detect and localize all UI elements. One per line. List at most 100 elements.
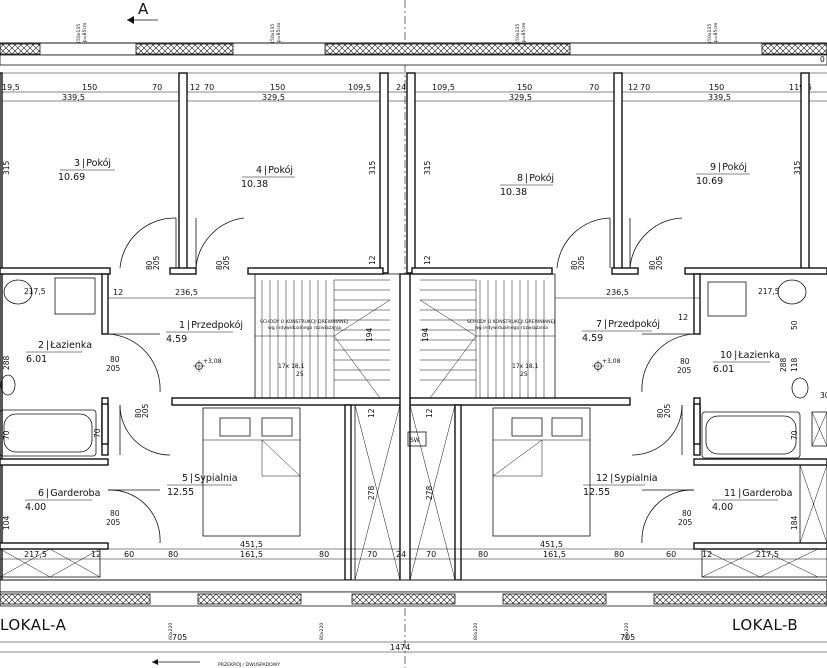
dimension-row-bottom-total: 705 705 1474 [0, 633, 827, 653]
svg-text:tp=85cm: tp=85cm [521, 22, 527, 44]
svg-text:12: 12 [702, 550, 712, 559]
bottom-section-arrow: PRZEKRÓJ / DWUSPADOWY [152, 659, 280, 668]
door-tag: 80 205 [145, 255, 161, 270]
svg-text:80: 80 [215, 260, 224, 270]
svg-text:12: 12 [678, 313, 688, 322]
svg-text:205: 205 [677, 366, 692, 375]
svg-text:150: 150 [709, 83, 724, 92]
room-label-3: 3|Pokój 10.69 [58, 158, 115, 183]
svg-text:80: 80 [168, 550, 178, 559]
svg-text:80: 80 [145, 260, 154, 270]
svg-text:12: 12 [628, 83, 638, 92]
svg-text:80: 80 [110, 509, 120, 518]
svg-text:205: 205 [152, 255, 161, 270]
svg-text:tp=85cm: tp=85cm [713, 22, 719, 44]
svg-text:60x220: 60x220 [168, 623, 174, 640]
section-mark-label: A [138, 0, 149, 18]
bed-left [202, 407, 301, 537]
svg-text:451,5: 451,5 [240, 540, 263, 549]
svg-text:70: 70 [589, 83, 599, 92]
svg-text:19,5: 19,5 [2, 83, 20, 92]
door-tag: 80 205 [677, 357, 692, 375]
dimension-row-bottom-2: 217,5 12 60 80 161,5 80 70 24 70 80 161,… [0, 550, 827, 560]
svg-text:80: 80 [656, 408, 665, 418]
svg-text:24: 24 [396, 83, 406, 92]
svg-text:12: 12 [368, 255, 377, 265]
bed-right [492, 407, 591, 537]
hall-dimension-left: 236,5 12 [108, 288, 255, 299]
svg-text:150x135: 150x135 [515, 24, 521, 44]
svg-text:104: 104 [2, 515, 11, 530]
svg-text:109,5: 109,5 [348, 83, 371, 92]
svg-text:705: 705 [620, 633, 635, 642]
svg-text:184: 184 [790, 515, 799, 530]
svg-text:10.38: 10.38 [241, 179, 268, 190]
svg-text:3|Pokój: 3|Pokój [74, 158, 111, 169]
svg-text:205: 205 [655, 255, 664, 270]
svg-text:80: 80 [682, 509, 692, 518]
door-tag: 80 205 [656, 403, 672, 418]
svg-text:80: 80 [319, 550, 329, 559]
svg-text:217,5: 217,5 [756, 550, 779, 559]
svg-text:80x220: 80x220 [319, 623, 325, 640]
wardrobe-left [0, 548, 101, 578]
svg-text:tp=85cm: tp=85cm [82, 22, 88, 44]
door-arcs [107, 217, 695, 544]
svg-text:205: 205 [577, 255, 586, 270]
door-tag: 80 205 [678, 509, 693, 527]
svg-text:205: 205 [663, 403, 672, 418]
svg-text:8|Pokój: 8|Pokój [517, 173, 554, 184]
svg-text:12: 12 [190, 83, 200, 92]
stairs-length: 194 [365, 327, 374, 342]
stairs-steps: 17x 18,1 [512, 363, 539, 370]
svg-text:50: 50 [790, 320, 799, 330]
room-label-10: 10|Łazienka 6.01 [713, 350, 780, 375]
svg-text:12: 12 [91, 550, 101, 559]
svg-text:161,5: 161,5 [240, 550, 263, 559]
svg-text:+3,08: +3,08 [602, 358, 621, 365]
svg-text:60: 60 [666, 550, 676, 559]
svg-text:150: 150 [517, 83, 532, 92]
section-marker: A [127, 0, 158, 24]
door-tag: 80 205 [134, 403, 150, 418]
svg-text:217,5: 217,5 [24, 287, 46, 296]
svg-text:205: 205 [106, 518, 121, 527]
stairs-steps: 17x 18,1 [278, 363, 305, 370]
room-label-2: 2|Łazienka 6.01 [26, 340, 92, 365]
stairs-left: SCHODY O KONSTRUKCJI DREWNIANEJ wg indyw… [254, 273, 401, 399]
lokal-b-label: LOKAL-B [732, 616, 798, 634]
svg-text:4|Pokój: 4|Pokój [256, 165, 293, 176]
svg-text:10|Łazienka: 10|Łazienka [720, 350, 780, 361]
room-label-1: 1|Przedpokój 4.59 [166, 320, 243, 345]
svg-text:60: 60 [124, 550, 134, 559]
svg-text:278: 278 [425, 485, 434, 500]
door-tag: 80 205 [648, 255, 664, 270]
svg-text:205: 205 [106, 364, 121, 373]
svg-text:70: 70 [2, 430, 11, 440]
svg-text:80x220: 80x220 [624, 623, 630, 640]
svg-text:12.55: 12.55 [583, 487, 610, 498]
svg-text:329,5: 329,5 [262, 93, 285, 102]
svg-text:2|Łazienka: 2|Łazienka [38, 340, 92, 351]
bathroom-fixtures-left: 217,5 [0, 277, 97, 457]
svg-text:30: 30 [820, 391, 827, 400]
stairs-length: 194 [421, 327, 430, 342]
svg-text:10.38: 10.38 [500, 187, 527, 198]
room-label-6: 6|Garderoba 4.00 [25, 488, 100, 513]
stairs-note-2: wg indywidualnego rozwiązania [268, 325, 341, 331]
svg-text:6|Garderoba: 6|Garderoba [38, 488, 100, 499]
svg-text:12: 12 [423, 255, 432, 265]
svg-text:236,5: 236,5 [606, 288, 629, 297]
bathroom-fixtures-right: 217,5 [701, 279, 809, 459]
svg-text:315: 315 [793, 160, 802, 175]
svg-text:339,5: 339,5 [708, 93, 731, 102]
top-exterior-wall [0, 42, 827, 74]
svg-text:PRZEKRÓJ / DWUSPADOWY: PRZEKRÓJ / DWUSPADOWY [218, 661, 280, 668]
svg-text:6.01: 6.01 [26, 354, 47, 365]
room-label-9: 9|Pokój 10.69 [696, 162, 750, 187]
svg-text:705: 705 [172, 633, 187, 642]
wardrobe-right [701, 411, 827, 578]
svg-text:+3,08: +3,08 [203, 358, 222, 365]
room-label-11: 11|Garderoba 4.00 [712, 488, 792, 513]
